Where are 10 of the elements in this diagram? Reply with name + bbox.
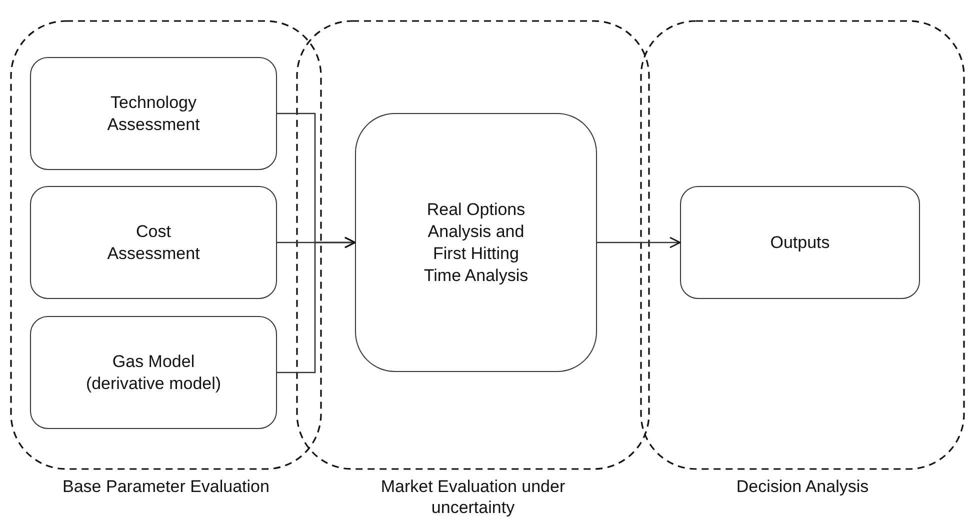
process-box: Gas Model (derivative model) bbox=[30, 316, 277, 429]
group-label: Decision Analysis bbox=[735, 476, 870, 497]
arrow bbox=[277, 236, 356, 374]
process-box: Real Options Analysis and First Hitting Time Analysis bbox=[355, 113, 597, 372]
group-label: Market Evaluation under uncertainty bbox=[380, 476, 566, 518]
process-box: Cost Assessment bbox=[30, 186, 277, 299]
arrow bbox=[597, 236, 681, 248]
process-box: Technology Assessment bbox=[30, 57, 277, 170]
group-label: Base Parameter Evaluation bbox=[62, 476, 270, 497]
process-box: Outputs bbox=[680, 186, 920, 299]
